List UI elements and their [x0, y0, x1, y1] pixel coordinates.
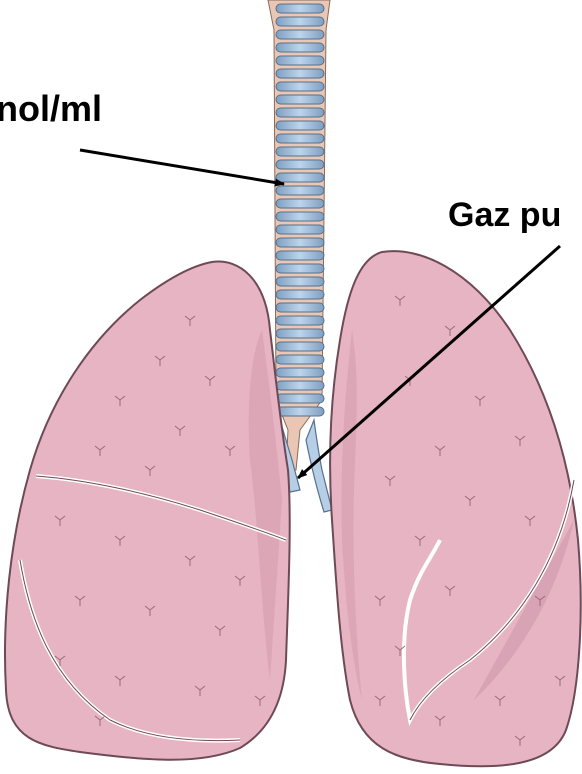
- gas-label: Gaz pu: [448, 196, 561, 235]
- cartilage-ring: [276, 368, 324, 377]
- cartilage-ring: [276, 303, 324, 312]
- cartilage-ring: [276, 134, 324, 143]
- cartilage-ring: [276, 121, 324, 130]
- cartilage-ring: [276, 160, 324, 169]
- cartilage-ring: [276, 17, 324, 26]
- cartilage-ring: [276, 407, 324, 416]
- cartilage-ring: [276, 30, 324, 39]
- cartilage-ring: [276, 69, 324, 78]
- pointer-arrow-trachea: [80, 150, 284, 184]
- cartilage-ring: [276, 95, 324, 104]
- cartilage-ring: [276, 4, 324, 13]
- concentration-label: nol/ml: [0, 88, 102, 130]
- right-lung: [330, 251, 581, 766]
- cartilage-ring: [276, 238, 324, 247]
- cartilage-ring: [276, 56, 324, 65]
- cartilage-ring: [276, 264, 324, 273]
- cartilage-ring: [276, 342, 324, 351]
- cartilage-ring: [276, 355, 324, 364]
- cartilage-ring: [276, 173, 324, 182]
- cartilage-ring: [276, 82, 324, 91]
- cartilage-ring: [276, 43, 324, 52]
- cartilage-ring: [276, 251, 324, 260]
- cartilage-ring: [276, 316, 324, 325]
- cartilage-ring: [276, 108, 324, 117]
- cartilage-ring: [276, 147, 324, 156]
- cartilage-ring: [276, 381, 324, 390]
- cartilage-ring: [276, 277, 324, 286]
- cartilage-ring: [276, 225, 324, 234]
- left-lung: [5, 262, 290, 760]
- cartilage-ring: [276, 290, 324, 299]
- cartilage-ring: [276, 199, 324, 208]
- cartilage-ring: [276, 186, 324, 195]
- cartilage-ring: [276, 212, 324, 221]
- cartilage-ring: [276, 394, 324, 403]
- cartilage-ring: [276, 329, 324, 338]
